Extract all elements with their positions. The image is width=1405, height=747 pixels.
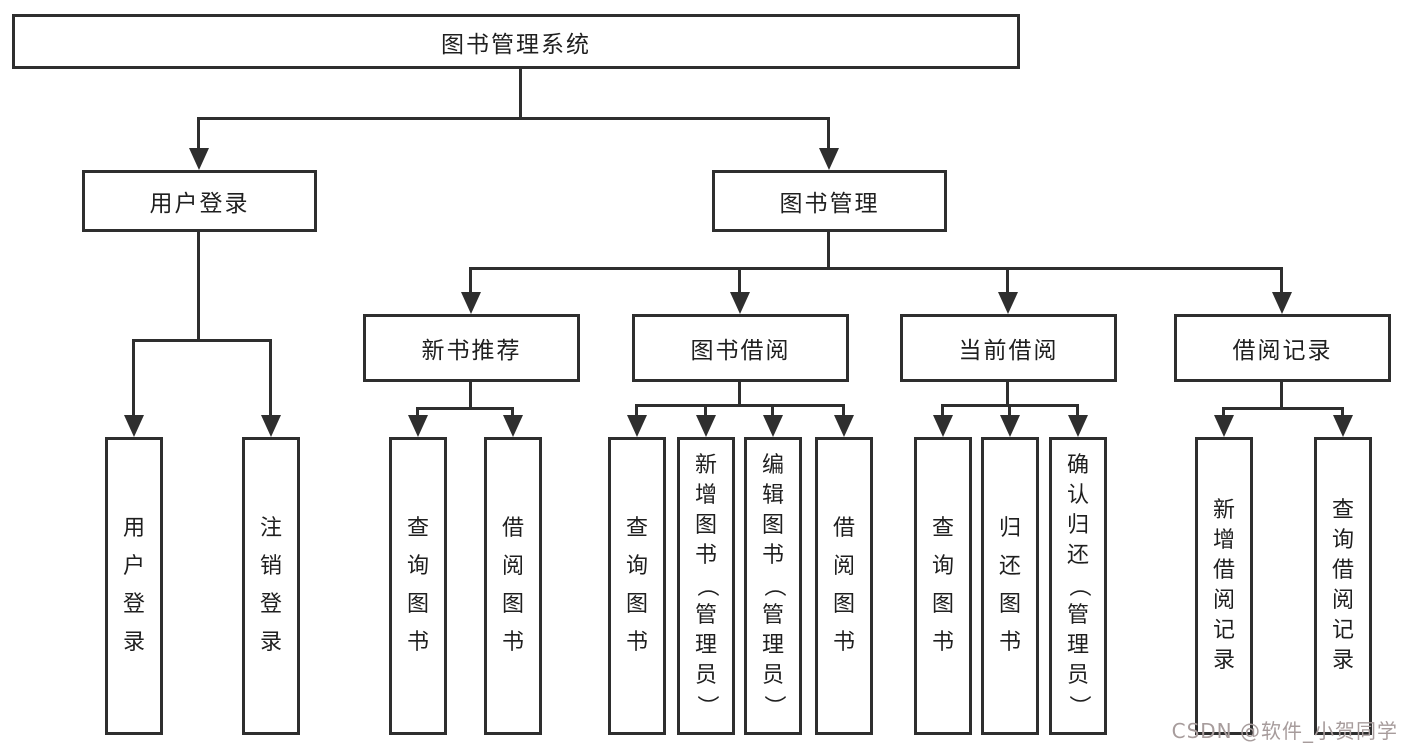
node-new-book-recommend: 新书推荐 — [363, 314, 580, 382]
leaf-label: 注销登录 — [259, 516, 282, 655]
connector-line — [738, 382, 741, 407]
node-label: 图书借阅 — [690, 338, 791, 364]
leaf-return-books: 归还图书 — [981, 437, 1039, 735]
connector-line — [519, 69, 522, 120]
connector-line — [827, 232, 830, 270]
connector-line — [511, 407, 514, 418]
leaf-user-login: 用户登录 — [105, 437, 163, 735]
leaf-edit-books-admin: 编辑图书（管理员） — [744, 437, 802, 735]
leaf-query-borrow-record: 查询借阅记录 — [1314, 437, 1372, 735]
connector-line — [197, 117, 200, 151]
connector-line — [197, 117, 830, 120]
connector-line — [1076, 404, 1079, 418]
node-book-management: 图书管理 — [712, 170, 947, 232]
connector-line — [132, 339, 135, 418]
arrowhead-icon — [933, 415, 953, 437]
connector-line — [635, 404, 845, 407]
arrowhead-icon — [1068, 415, 1088, 437]
connector-line — [197, 232, 200, 342]
connector-line — [416, 407, 514, 410]
leaf-label: 借阅图书 — [832, 516, 855, 655]
node-current-borrowing: 当前借阅 — [900, 314, 1117, 382]
node-label: 用户登录 — [149, 191, 250, 217]
arrowhead-icon — [261, 415, 281, 437]
connector-line — [469, 267, 1283, 270]
leaf-add-borrow-record: 新增借阅记录 — [1195, 437, 1253, 735]
arrowhead-icon — [408, 415, 428, 437]
connector-line — [416, 407, 419, 418]
leaf-label: 归还图书 — [998, 516, 1021, 655]
leaf-borrow-books-1: 借阅图书 — [484, 437, 542, 735]
connector-line — [1280, 382, 1283, 410]
connector-line — [842, 404, 845, 418]
node-label: 借阅记录 — [1232, 338, 1333, 364]
arrowhead-icon — [1272, 292, 1292, 314]
arrowhead-icon — [1000, 415, 1020, 437]
leaf-label: 查询图书 — [931, 516, 954, 655]
node-label: 新书推荐 — [421, 338, 522, 364]
connector-line — [469, 382, 472, 410]
arrowhead-icon — [696, 415, 716, 437]
arrowhead-icon — [503, 415, 523, 437]
node-label: 图书管理系统 — [441, 31, 591, 58]
leaf-label: 查询借阅记录 — [1331, 498, 1354, 673]
leaf-label: 编辑图书（管理员） — [760, 453, 786, 718]
connector-line — [941, 404, 944, 418]
leaf-add-books-admin: 新增图书（管理员） — [677, 437, 735, 735]
arrowhead-icon — [998, 292, 1018, 314]
leaf-label: 借阅图书 — [501, 516, 524, 655]
arrowhead-icon — [627, 415, 647, 437]
node-library-system: 图书管理系统 — [12, 14, 1020, 69]
connector-line — [1222, 407, 1225, 418]
arrowhead-icon — [461, 292, 481, 314]
connector-line — [1006, 267, 1009, 295]
node-label: 当前借阅 — [958, 338, 1059, 364]
connector-line — [827, 117, 830, 151]
arrowhead-icon — [819, 148, 839, 170]
connector-line — [635, 404, 638, 418]
node-label: 图书管理 — [779, 191, 880, 217]
node-book-borrowing: 图书借阅 — [632, 314, 849, 382]
arrowhead-icon — [189, 148, 209, 170]
connector-line — [1222, 407, 1344, 410]
arrowhead-icon — [730, 292, 750, 314]
leaf-confirm-return-admin: 确认归还（管理员） — [1049, 437, 1107, 735]
arrowhead-icon — [834, 415, 854, 437]
connector-line — [738, 267, 741, 295]
arrowhead-icon — [1333, 415, 1353, 437]
connector-line — [704, 404, 707, 418]
leaf-label: 新增借阅记录 — [1212, 498, 1235, 673]
leaf-label: 新增图书（管理员） — [693, 453, 719, 718]
connector-line — [132, 339, 272, 342]
connector-line — [269, 339, 272, 418]
node-user-login: 用户登录 — [82, 170, 317, 232]
arrowhead-icon — [124, 415, 144, 437]
csdn-watermark: CSDN @软件_小贺同学 — [1171, 719, 1398, 743]
connector-line — [1008, 404, 1011, 418]
arrowhead-icon — [1214, 415, 1234, 437]
leaf-logout: 注销登录 — [242, 437, 300, 735]
leaf-label: 确认归还（管理员） — [1065, 453, 1091, 718]
leaf-label: 查询图书 — [406, 516, 429, 655]
arrowhead-icon — [763, 415, 783, 437]
leaf-borrow-books-2: 借阅图书 — [815, 437, 873, 735]
connector-line — [1006, 382, 1009, 407]
leaf-label: 查询图书 — [625, 516, 648, 655]
leaf-query-books-1: 查询图书 — [389, 437, 447, 735]
leaf-query-books-3: 查询图书 — [914, 437, 972, 735]
connector-line — [1280, 267, 1283, 295]
connector-line — [1341, 407, 1344, 418]
leaf-query-books-2: 查询图书 — [608, 437, 666, 735]
leaf-label: 用户登录 — [122, 516, 145, 655]
node-borrowing-records: 借阅记录 — [1174, 314, 1391, 382]
connector-line — [771, 404, 774, 418]
connector-line — [469, 267, 472, 295]
